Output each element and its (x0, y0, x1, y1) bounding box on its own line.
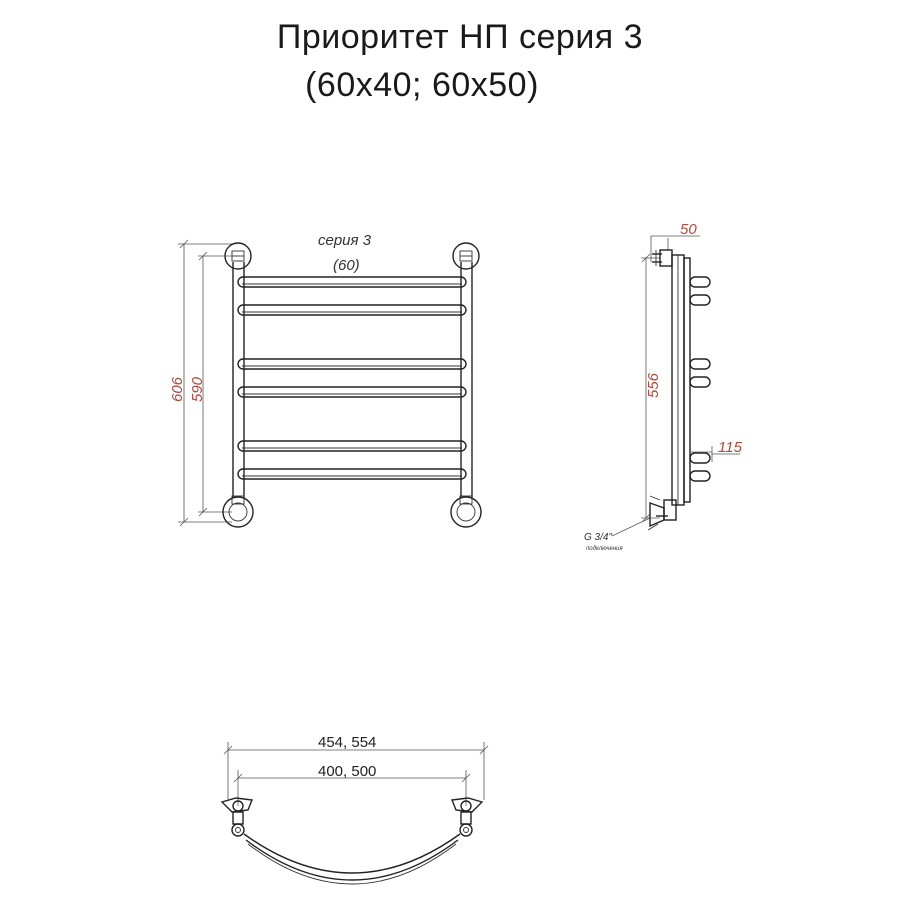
side-rung (689, 294, 711, 306)
dim-width-overall: 454, 554 (318, 734, 376, 751)
side-rung (689, 376, 711, 388)
title-line-1: Приоритет НП серия 3 (276, 18, 644, 56)
title-line-2: (60x40; 60x50) (305, 66, 539, 104)
left-riser (222, 242, 254, 528)
side-rung (689, 470, 711, 482)
series-label: серия 3 (318, 232, 372, 249)
side-rungs (689, 276, 711, 482)
connection-label: G 3/4" (584, 532, 612, 543)
model-label: (60) (333, 257, 360, 274)
dim-590: 590 (189, 376, 206, 402)
side-view: 50 556 115 G 3/4" подключения (584, 221, 743, 552)
dim-50: 50 (680, 221, 697, 238)
rung (237, 468, 467, 480)
side-rung (689, 276, 711, 288)
dim-556: 556 (645, 372, 662, 398)
rung (237, 358, 467, 370)
connection-note: подключения (586, 546, 623, 552)
rung (237, 304, 467, 316)
height-dimension-lines (178, 239, 232, 527)
side-rung (689, 358, 711, 370)
rung (237, 386, 467, 398)
right-riser (450, 242, 482, 528)
dim-606: 606 (169, 376, 186, 402)
dim-width-centers: 400, 500 (318, 763, 376, 780)
rungs (237, 276, 467, 480)
side-rung (689, 452, 711, 464)
dim-115: 115 (718, 439, 743, 456)
rung (237, 276, 467, 288)
top-view: 454, 554 400, 500 (220, 734, 489, 885)
front-view: серия 3 (60) 606 590 (169, 232, 482, 528)
rung (237, 440, 467, 452)
